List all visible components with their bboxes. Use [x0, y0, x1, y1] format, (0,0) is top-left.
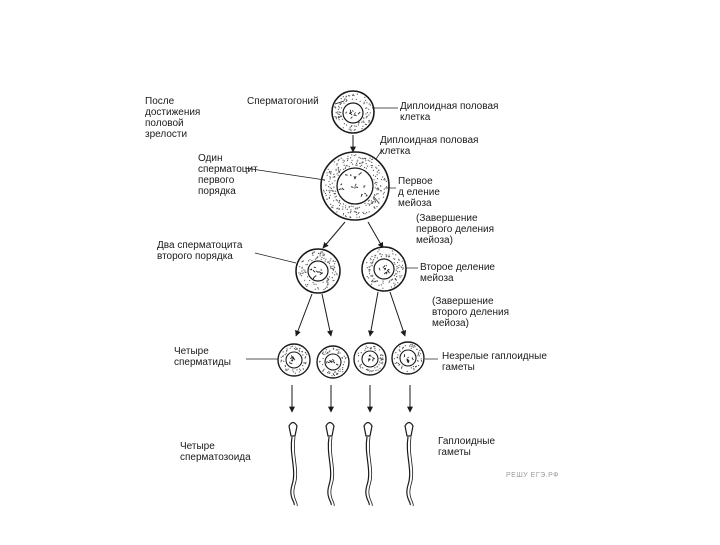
label-first-division: Первое д еление мейоза	[398, 176, 440, 209]
primary-spermatocyte-cell	[320, 151, 390, 221]
leader-primary-spermatocyte	[244, 167, 326, 181]
label-after-maturity: После достижения половой зрелости	[145, 96, 201, 140]
leader-diploid-2	[375, 149, 383, 160]
spermatozoon-3	[363, 421, 373, 507]
label-immature-gametes: Незрелые гаплоидные гаметы	[442, 351, 547, 373]
label-secondary-spermatocytes: Два сперматоцита второго порядка	[157, 240, 243, 262]
watermark: РЕШУ ЕГЭ.РФ	[506, 472, 559, 479]
spermatozoon-1	[288, 421, 298, 507]
spermatozoon-2	[325, 421, 335, 507]
leader-secondary-spermatocytes	[254, 252, 297, 264]
label-primary-spermatocyte: Один сперматоцит первого порядка	[198, 153, 258, 197]
leader-spermatogonium	[334, 100, 345, 105]
label-spermatogonium: Сперматогоний	[247, 96, 319, 107]
label-haploid-gametes: Гаплоидные гаметы	[438, 436, 496, 458]
label-completion-second: (Завершение второго деления мейоза)	[432, 296, 509, 329]
arrow-cyte-left	[322, 221, 346, 249]
label-diploid-cell-1: Диплоидная половая клетка	[400, 101, 499, 123]
label-four-spermatozoa: Четыре сперматозоида	[180, 441, 251, 463]
secondary-spermatocyte-left	[295, 248, 341, 294]
label-completion-first: (Завершение первого деления мейоза)	[416, 213, 495, 246]
spermatozoon-4	[404, 421, 414, 507]
label-four-spermatids: Четыре сперматиды	[174, 346, 231, 368]
label-second-division: Второе деление мейоза	[420, 262, 495, 284]
label-diploid-cell-2: Диплоидная половая клетка	[380, 135, 479, 157]
arrow-cyte-right	[367, 221, 384, 249]
